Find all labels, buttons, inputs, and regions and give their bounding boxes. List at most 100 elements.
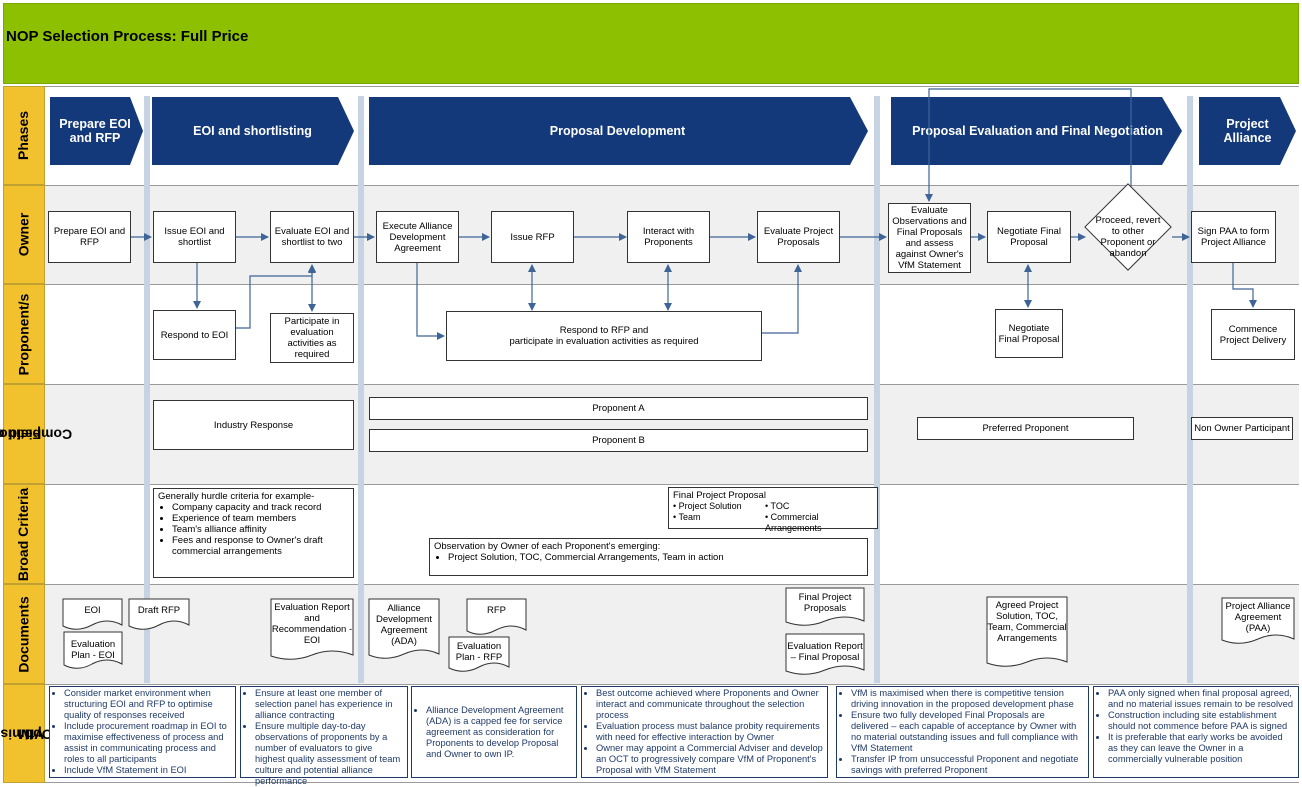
lane-label-field: Field ofCompetition bbox=[0, 384, 72, 484]
document-shape bbox=[62, 598, 123, 630]
issue-eoi-step: Issue EOI and shortlist bbox=[153, 211, 236, 263]
document-shape bbox=[466, 598, 527, 635]
criteria-item: Project Solution, TOC, Commercial Arrang… bbox=[448, 552, 863, 563]
commence-delivery-step: Commence Project Delivery bbox=[1211, 309, 1295, 360]
doc-paa: Project Alliance Agreement (PAA) bbox=[1225, 601, 1291, 634]
vfm-item: Construction including site establishmen… bbox=[1108, 710, 1295, 732]
vfm-item: It is preferable that early works be avo… bbox=[1108, 732, 1295, 765]
phase-proposal-development: Proposal Development bbox=[549, 124, 686, 138]
document-shape bbox=[448, 636, 510, 672]
vfm-item: Evaluation process must balance probity … bbox=[596, 721, 824, 743]
phase-separator bbox=[358, 96, 364, 683]
criteria-item: • Team bbox=[673, 512, 701, 522]
phase-chevron bbox=[891, 97, 1182, 165]
issue-rfp-step: Issue RFP bbox=[491, 211, 574, 263]
phase-prepare-eoi-rfp: Prepare EOI and RFP bbox=[59, 117, 131, 145]
vfm-item: Transfer IP from unsuccessful Proponent … bbox=[851, 754, 1085, 776]
preferred-proponent-box: Preferred Proponent bbox=[917, 417, 1134, 440]
criteria-item: Experience of team members bbox=[172, 513, 349, 524]
document-shape bbox=[368, 598, 440, 659]
document-shape bbox=[128, 598, 190, 630]
phase-project-alliance: Project Alliance bbox=[1223, 117, 1272, 145]
criteria-item: Fees and response to Owner's draft comme… bbox=[172, 535, 349, 557]
respond-eoi-step: Respond to EOI bbox=[153, 310, 236, 360]
vfm-notes-eoi: Ensure at least one member of selection … bbox=[240, 686, 408, 786]
evaluate-observations-step: Evaluate Observations and Final Proposal… bbox=[888, 203, 971, 273]
vfm-item: Owner may appoint a Commercial Adviser a… bbox=[596, 743, 824, 776]
doc-draft-rfp: Draft RFP bbox=[137, 605, 181, 616]
vfm-item: Alliance Development Agreement (ADA) is … bbox=[426, 705, 573, 760]
lane-label-documents: Documents bbox=[3, 584, 45, 684]
non-owner-participant-box: Non Owner Participant bbox=[1191, 417, 1293, 440]
document-shape bbox=[1221, 597, 1295, 644]
doc-eval-report-final: Evaluation Report – Final Proposal bbox=[787, 641, 863, 663]
arrow-connector bbox=[416, 263, 445, 340]
criteria-item: Company capacity and track record bbox=[172, 502, 349, 513]
criteria-item: Team's alliance affinity bbox=[172, 524, 349, 535]
final-proposal-criteria-box: Final Project Proposal • Project Solutio… bbox=[668, 487, 878, 533]
industry-response-box: Industry Response bbox=[153, 400, 354, 450]
execute-ada-step: Execute Alliance Development Agreement bbox=[376, 211, 459, 263]
vfm-notes-evaluation: VfM is maximised when there is competiti… bbox=[836, 686, 1089, 778]
observation-criteria-box: Observation by Owner of each Proponent's… bbox=[429, 538, 868, 576]
phase-evaluation-negotiation: Proposal Evaluation and Final Negotiatio… bbox=[912, 124, 1163, 138]
evaluate-proposals-step: Evaluate Project Proposals bbox=[757, 211, 840, 263]
doc-ada: Alliance Development Agreement (ADA) bbox=[376, 603, 432, 647]
phase-chevron bbox=[152, 97, 354, 165]
doc-agreed-solution: Agreed Project Solution, TOC, Team, Comm… bbox=[987, 600, 1067, 644]
vfm-item: Ensure at least one member of selection … bbox=[255, 688, 404, 721]
criteria-item: • Project Solution bbox=[673, 501, 742, 511]
vfm-notes-alliance: PAA only signed when final proposal agre… bbox=[1093, 686, 1299, 778]
prepare-eoi-rfp-step: Prepare EOI and RFP bbox=[48, 211, 131, 263]
vfm-item: Include VfM Statement in EOI bbox=[64, 765, 232, 776]
arrow-connector bbox=[925, 88, 1132, 202]
doc-eval-plan-eoi: Evaluation Plan - EOI bbox=[70, 639, 116, 661]
title-bar bbox=[3, 3, 1299, 84]
doc-eoi: EOI bbox=[84, 605, 101, 616]
phase-chevron bbox=[1199, 97, 1296, 165]
phase-chevron bbox=[50, 97, 143, 165]
arrow-connector bbox=[1232, 263, 1257, 308]
phase-separator bbox=[144, 96, 150, 683]
sign-paa-step: Sign PAA to form Project Alliance bbox=[1191, 211, 1276, 263]
vfm-notes-ada: Alliance Development Agreement (ADA) is … bbox=[411, 686, 577, 778]
lane-documents bbox=[45, 584, 1299, 684]
criteria-item: • Commercial Arrangements bbox=[765, 512, 822, 533]
phase-chevron bbox=[369, 97, 868, 165]
vfm-item: Ensure two fully developed Final Proposa… bbox=[851, 710, 1085, 754]
document-shape bbox=[986, 596, 1068, 667]
interact-proponents-step: Interact with Proponents bbox=[627, 211, 710, 263]
negotiate-final-proponent-step: Negotiate Final Proposal bbox=[995, 309, 1063, 358]
vfm-item: Include procurement roadmap in EOI to ma… bbox=[64, 721, 232, 765]
proceed-decision-label: Proceed, revert to other Proponent or ab… bbox=[1095, 215, 1161, 259]
lane-label-criteria: Broad Criteria bbox=[3, 484, 45, 584]
participate-evaluation-step: Participate in evaluation activities as … bbox=[270, 313, 354, 363]
vfm-notes-proposal: Best outcome achieved where Proponents a… bbox=[581, 686, 828, 778]
document-shape bbox=[63, 631, 123, 669]
vfm-item: VfM is maximised when there is competiti… bbox=[851, 688, 1085, 710]
lane-label-owner: Owner bbox=[3, 185, 45, 284]
arrow-connector bbox=[762, 264, 802, 334]
criteria-item: • TOC bbox=[765, 501, 790, 511]
phase-separator bbox=[874, 96, 880, 683]
hurdle-criteria-box: Generally hurdle criteria for example- C… bbox=[153, 488, 354, 578]
vfm-item: Best outcome achieved where Proponents a… bbox=[596, 688, 824, 721]
document-shape bbox=[785, 587, 865, 626]
evaluate-eoi-step: Evaluate EOI and shortlist to two bbox=[270, 211, 354, 263]
vfm-notes-prepare: Consider market environment when structu… bbox=[49, 686, 236, 778]
document-shape bbox=[270, 598, 354, 660]
proponent-a-box: Proponent A bbox=[369, 397, 868, 420]
doc-final-proposals: Final Project Proposals bbox=[798, 592, 852, 614]
vfm-item: PAA only signed when final proposal agre… bbox=[1108, 688, 1295, 710]
lane-label-phases: Phases bbox=[3, 86, 45, 185]
document-shape bbox=[785, 633, 865, 675]
negotiate-final-step: Negotiate Final Proposal bbox=[987, 211, 1071, 263]
page-title: NOP Selection Process: Full Price bbox=[6, 28, 249, 45]
proponent-b-box: Proponent B bbox=[369, 429, 868, 452]
doc-rfp: RFP bbox=[487, 605, 506, 616]
lane-label-proponents: Proponent/s bbox=[3, 284, 45, 384]
phase-separator bbox=[1187, 96, 1193, 683]
